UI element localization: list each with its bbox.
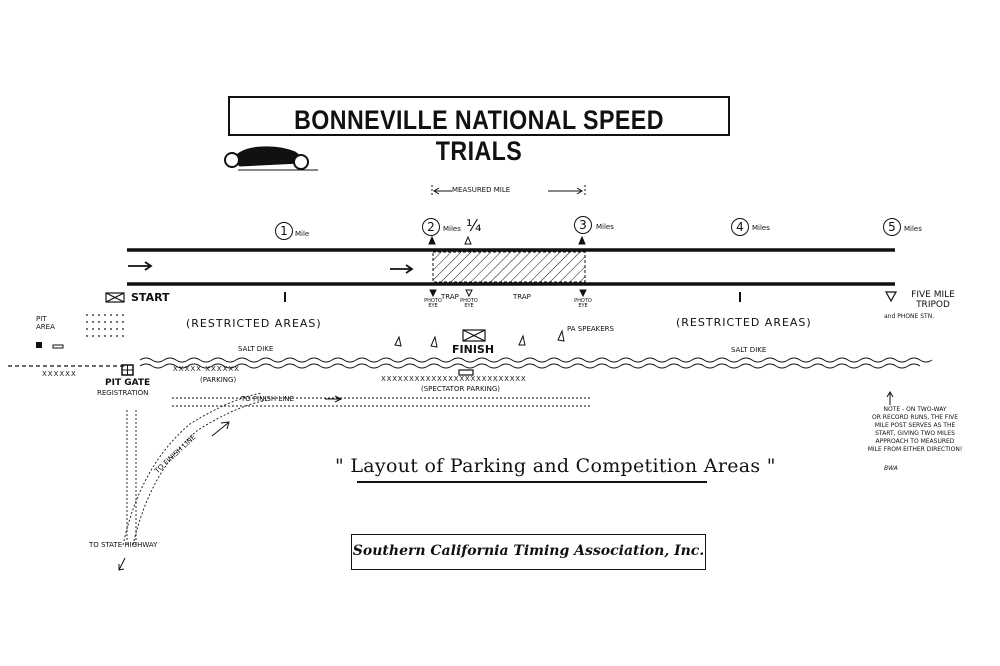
- mile-4-label: Miles: [752, 224, 770, 232]
- road-arrow-icon: [325, 395, 343, 403]
- measured-mile-zone: [432, 251, 586, 283]
- subtitle-underline: [357, 481, 707, 483]
- note-line-3: MILE POST SERVES AS THE: [874, 422, 956, 430]
- start-label: START: [131, 291, 170, 304]
- note-arrow-icon: [886, 391, 894, 405]
- direction-arrow-icon: [128, 261, 414, 274]
- note-line-4: START, GIVING TWO MILES: [875, 430, 955, 438]
- note-line-2: OR RECORD RUNS, THE FIVE: [871, 414, 959, 422]
- mile-2-label: Miles: [443, 225, 461, 233]
- pa-speakers-label: PA SPEAKERS: [567, 325, 614, 333]
- note-initials: BWA: [884, 465, 898, 472]
- registration-label: REGISTRATION: [97, 389, 149, 397]
- mile-5-label: Miles: [904, 225, 922, 233]
- photo-eye-3-label: PHOTO EYE: [574, 298, 592, 309]
- spectator-marker-icon: [458, 369, 474, 376]
- organization-name: Southern California Timing Association, …: [352, 543, 705, 559]
- measured-mile-arrow: [431, 185, 586, 197]
- restricted-area-right: (RESTRICTED AREAS): [676, 316, 812, 329]
- salt-dike-left-label: SALT DIKE: [238, 345, 274, 353]
- parking-label: (PARKING): [200, 376, 237, 384]
- page-title: BONNEVILLE NATIONAL SPEED TRIALS: [294, 105, 664, 166]
- mile-3-label: Miles: [596, 223, 614, 231]
- trap-1-label: TRAP: [441, 293, 459, 301]
- photo-eye-markers: [428, 235, 587, 298]
- finish-label: FINISH: [452, 343, 495, 356]
- mile-5-number: 5: [883, 218, 901, 236]
- five-mile-tripod-icon: [884, 291, 898, 303]
- mile-2-number: 2: [422, 218, 440, 236]
- note-line-5: APPROACH TO MEASURED: [875, 438, 955, 446]
- mile-1-number: 1: [275, 222, 293, 240]
- note-block: NOTE - ON TWO-WAY OR RECORD RUNS, THE FI…: [840, 406, 990, 455]
- note-line-1: NOTE - ON TWO-WAY: [883, 406, 947, 413]
- diagonal-arrow-icon: [211, 421, 230, 437]
- pit-area-grid: [86, 314, 124, 337]
- to-state-highway-label: TO STATE HIGHWAY: [89, 541, 158, 549]
- mile-3-number: 3: [574, 216, 592, 234]
- phone-station-label: and PHONE STN.: [884, 313, 935, 320]
- diagonal-road: [122, 392, 269, 546]
- road-to-finish: [172, 397, 590, 407]
- pit-area-label: PIT AREA: [36, 315, 55, 332]
- spectator-parking-label: (SPECTATOR PARKING): [421, 385, 501, 393]
- photo-eye-2-label: PHOTO EYE: [460, 298, 478, 309]
- pit-building-icon: [36, 342, 42, 348]
- mile-1-label: Mile: [295, 230, 310, 238]
- note-line-6: MILE FROM EITHER DIRECTION!: [867, 446, 963, 454]
- five-mile-tripod-label: FIVE MILE TRIPOD: [911, 290, 955, 310]
- trap-2-label: TRAP: [513, 293, 531, 301]
- xmarks-left: XXXXXX: [42, 370, 77, 378]
- pa-speaker-icons: [394, 329, 565, 348]
- salt-dike-right-label: SALT DIKE: [731, 346, 767, 354]
- race-car-icon: [224, 146, 318, 171]
- organization-box: Southern California Timing Association, …: [351, 534, 706, 570]
- start-box-icon: [105, 292, 125, 303]
- mile-4-number: 4: [731, 218, 749, 236]
- xmarks-spectator: XXXXXXXXXXXXXXXXXXXXXXXXXX: [381, 375, 527, 383]
- restricted-area-left: (RESTRICTED AREAS): [186, 317, 322, 330]
- measured-mile-label: MEASURED MILE: [452, 186, 511, 194]
- highway-road: [126, 410, 137, 545]
- pit-trailer-icon: [52, 344, 64, 349]
- map-subtitle: " Layout of Parking and Competition Area…: [335, 455, 776, 477]
- photo-eye-1-label: PHOTO EYE: [424, 298, 442, 309]
- salt-dike: [139, 357, 933, 369]
- finish-box-icon: [462, 329, 486, 342]
- highway-arrow-icon: [118, 557, 126, 571]
- pit-gate-label: PIT GATE: [105, 378, 151, 388]
- title-box: BONNEVILLE NATIONAL SPEED TRIALS: [228, 96, 730, 166]
- xmarks-parking: XXXXX XXXXXX: [173, 365, 240, 373]
- to-finish-line-label: TO FINISH LINE: [241, 395, 294, 403]
- mile-2-quarter: ¼: [466, 216, 482, 235]
